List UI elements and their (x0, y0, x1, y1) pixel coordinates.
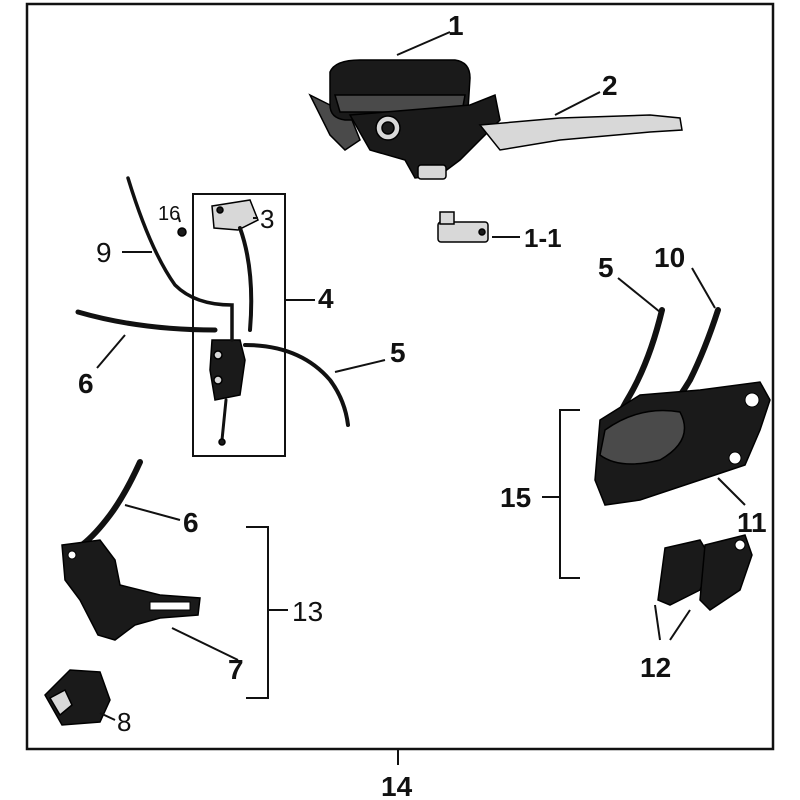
callout-6-upper: 6 (78, 368, 94, 399)
callout-9: 9 (96, 237, 112, 268)
callout-1-1: 1-1 (524, 223, 562, 253)
hose-9 (126, 176, 234, 342)
assembly-bracket-box-4 (192, 193, 286, 457)
hose-6-upper (75, 309, 218, 333)
callout-2: 2 (602, 70, 618, 101)
callout-11: 11 (737, 507, 767, 538)
callout-6-lower: 6 (183, 507, 199, 538)
brake-switch-part (437, 211, 489, 243)
diagram-frame (25, 2, 775, 751)
brake-pad-8 (44, 669, 111, 726)
callout-15: 15 (500, 482, 531, 513)
brake-pads-12 (657, 534, 753, 611)
callout-14: 14 (381, 771, 413, 800)
callout-13: 13 (292, 596, 323, 627)
callout-7: 7 (228, 654, 244, 685)
front-caliper-assembly (594, 307, 771, 506)
callout-5-right: 5 (598, 252, 614, 283)
rear-master-cylinder (177, 199, 259, 446)
hose-5-left (243, 343, 350, 427)
bracket-15 (559, 409, 580, 579)
callout-10: 10 (654, 242, 685, 273)
callout-5-left: 5 (390, 337, 406, 368)
callout-4: 4 (318, 283, 334, 314)
callout-3: 3 (260, 204, 274, 234)
callout-1: 1 (448, 10, 464, 41)
master-cylinder-assembly (308, 59, 683, 180)
callout-16: 16 (158, 203, 180, 225)
hose-6-lower (79, 459, 143, 548)
bracket-13 (246, 526, 269, 699)
callout-8: 8 (117, 707, 131, 737)
rear-caliper-assembly (61, 539, 201, 641)
callout-12: 12 (640, 652, 671, 683)
